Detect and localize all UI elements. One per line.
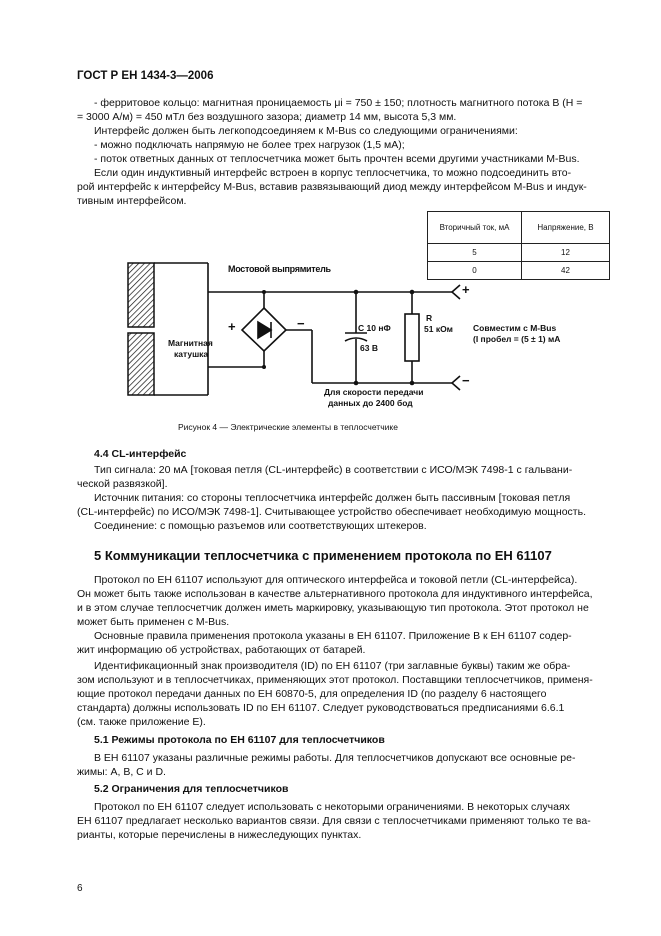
minus-sign: − [297,316,305,331]
coil-label: катушка [174,349,209,359]
paragraph-line: Идентификационный знак производителя (ID… [94,660,571,672]
section-heading-5: 5 Коммуникации теплосчетчика с применени… [94,548,552,563]
paragraph-line: может быть применен с M-Bus. [77,616,230,628]
paragraph-line: стандарта) должны использовать ID по ЕН … [77,702,565,714]
section-heading-5-2: 5.2 Ограничения для теплосчетчиков [94,783,289,795]
current-voltage-table: Вторичный ток, мА Напряжение, В 5 12 0 4… [427,211,610,280]
mbus-current-label: (I пробел = (5 ± 1) мА [473,334,561,344]
coil-core-bottom [127,332,155,396]
intro-line: тивным интерфейсом. [77,195,187,207]
paragraph-line: жимы: А, В, С и D. [77,766,166,778]
paragraph-line: рианты, которые перечислены в нижеследую… [77,829,362,841]
coil-label: Магнитная [168,338,213,348]
intro-line: - поток ответных данных от теплосчетчика… [94,153,580,165]
paragraph-line: Источник питания: со стороны теплосчетчи… [94,492,571,504]
resistor-label: 51 кОм [424,324,453,334]
terminals [450,284,461,391]
paragraph-line: (см. также приложение Е). [77,716,206,728]
terminal-minus: − [462,373,470,388]
circuit-diagram [127,262,461,396]
document-code: ГОСТ Р ЕН 1434-3—2006 [77,70,214,82]
paragraph-line: ческой развязкой]. [77,478,168,490]
figure-caption: Рисунок 4 — Электрические элементы в теп… [178,422,398,432]
paragraph-line: Он может быть также использован в качест… [77,588,593,600]
plus-sign: + [228,319,236,334]
paragraph-line: Основные правила применения протокола ук… [94,630,572,642]
page-number: 6 [77,883,83,894]
mbus-compat-label: Совместим с M-Bus [473,323,557,333]
table-header-voltage: Напряжение, В [521,211,610,244]
intro-line: = 3000 А/м) = 450 мТл без воздушного заз… [77,111,457,123]
speed-label: данных до 2400 бод [328,398,413,408]
paragraph-line: Протокол по ЕН 61107 следует использоват… [94,801,570,813]
intro-line: - ферритовое кольцо: магнитная проницаем… [94,97,583,109]
section-heading-4-4: 4.4 CL-интерфейс [94,448,187,460]
intro-line: Интерфейс должен быть легкоподсоединяем … [94,125,518,137]
capacitor-label: 63 В [360,343,378,353]
paragraph-line: (CL-интерфейс) по ИСО/МЭК 7498-1]. Считы… [77,506,587,518]
paragraph-line: Тип сигнала: 20 мА [токовая петля (CL-ин… [94,464,573,476]
capacitor-label: C 10 нФ [358,323,391,333]
paragraph-line: зом используют и в теплосчетчиках, приме… [77,674,593,686]
intro-line: рой интерфейс к интерфейсу M-Bus, встави… [77,181,587,193]
paragraph-line: Соединение: с помощью разъемов или соотв… [94,520,427,532]
bridge-label: Мостовой выпрямитель [228,264,331,274]
paragraph-line: ющие протокол передачи данных по ЕН 6087… [77,688,547,700]
resistor-label: R [426,313,433,323]
bridge-rectifier [240,306,288,353]
table-cell: 42 [521,261,610,280]
paragraph-line: жит информацию об устройствах, работающи… [77,644,366,656]
paragraph-line: и в этом случае теплосчетчик должен имет… [77,602,589,614]
terminal-plus: + [462,282,470,297]
coil-core-top [127,262,155,328]
speed-label: Для скорости передачи [324,387,424,397]
paragraph-line: ЕН 61107 предлагает несколько вариантов … [77,815,591,827]
intro-line: Если один индуктивный интерфейс встроен … [94,167,572,179]
paragraph-line: В ЕН 61107 указаны различные режимы рабо… [94,752,576,764]
table-header-current: Вторичный ток, мА [427,211,522,244]
paragraph-line: Протокол по ЕН 61107 используют для опти… [94,574,578,586]
section-heading-5-1: 5.1 Режимы протокола по ЕН 61107 для теп… [94,734,385,746]
intro-line: - можно подключать напрямую не более тре… [94,139,405,151]
